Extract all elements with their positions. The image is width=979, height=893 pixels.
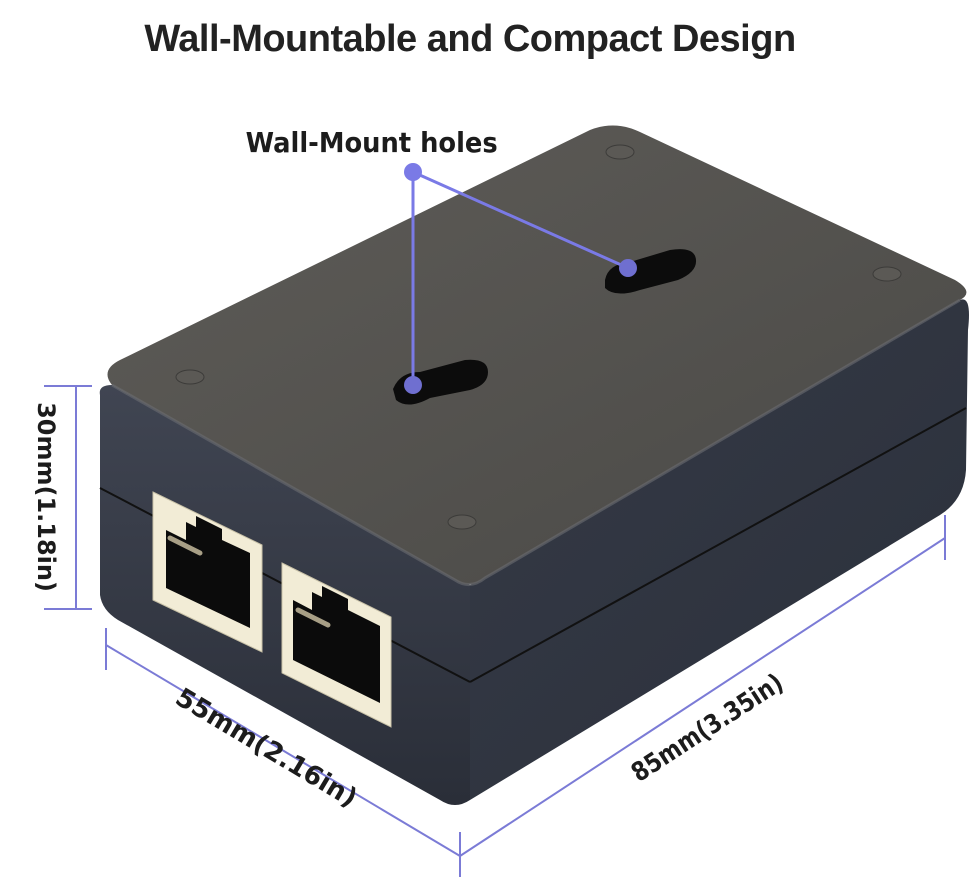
wall-mount-hole-1	[393, 359, 488, 405]
poe-injector-body	[99, 125, 969, 805]
top-face	[107, 125, 967, 585]
callout-dot	[404, 163, 422, 181]
callout-dot	[404, 376, 422, 394]
wall-mount-hole-2	[605, 249, 697, 294]
callout-label: Wall-Mount holes	[246, 127, 498, 159]
wall-mount-callout: Wall-Mount holes	[246, 127, 637, 394]
side-face	[470, 299, 969, 800]
callout-dot	[619, 259, 637, 277]
screw-covers	[175, 144, 902, 530]
height-dimension: 30mm(1.18in)	[32, 385, 92, 610]
page-title: Wall-Mountable and Compact Design	[144, 18, 796, 60]
rj45-port-1	[152, 491, 263, 653]
height-label: 30mm(1.18in)	[32, 402, 60, 592]
rj45-port-2	[281, 562, 392, 728]
